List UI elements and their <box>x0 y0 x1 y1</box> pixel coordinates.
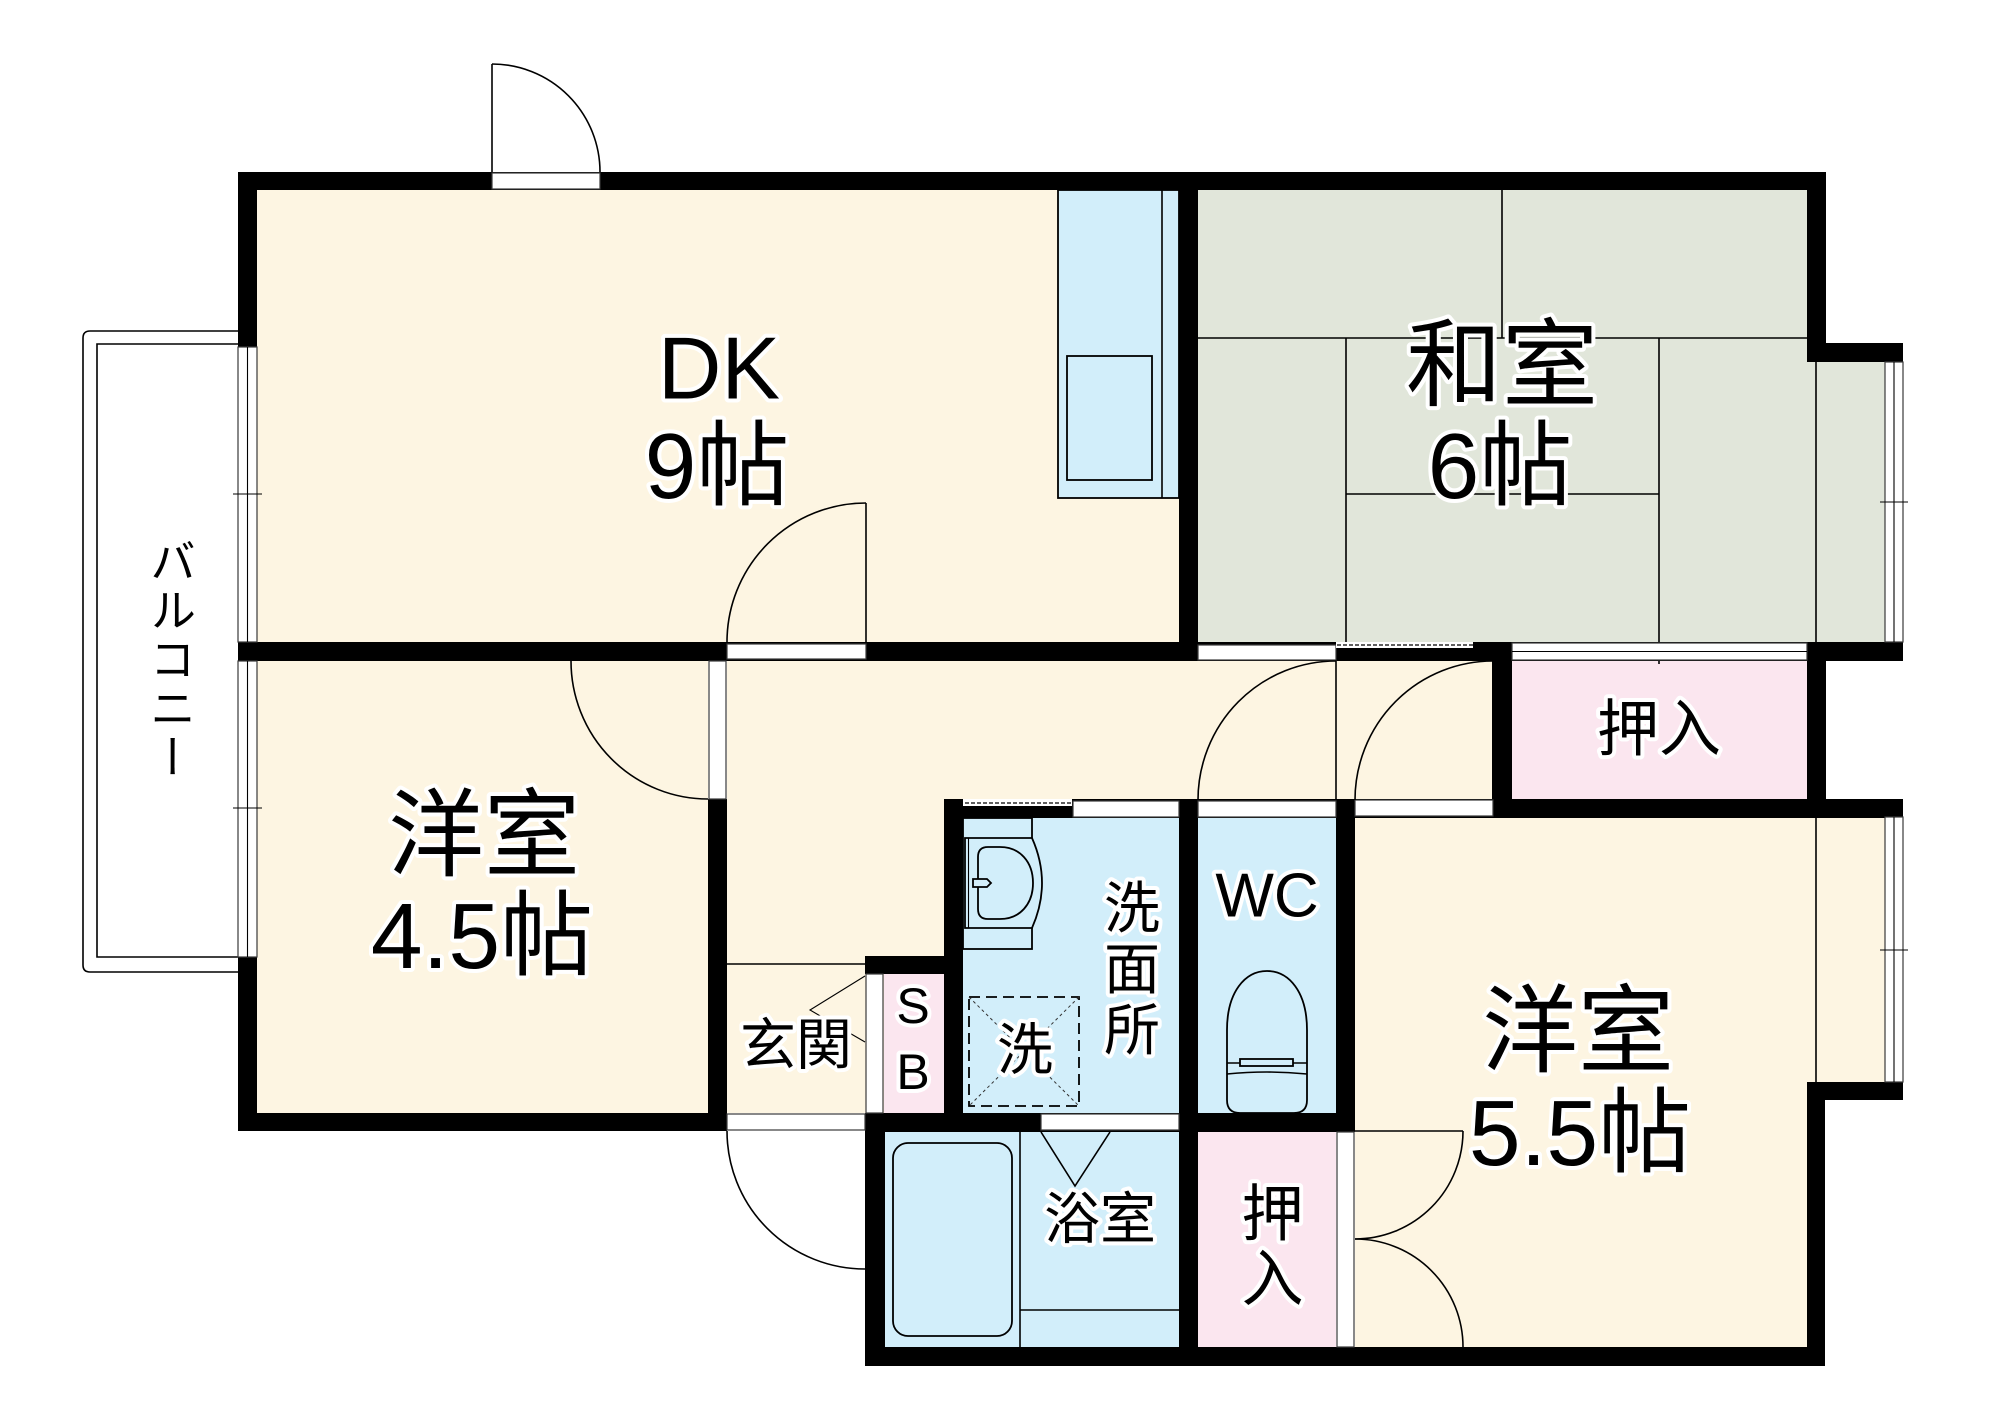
room-floors <box>257 190 1885 1347</box>
bathroom-folding-door-icon <box>1040 1131 1111 1188</box>
wall-toilet-right <box>1336 799 1355 1132</box>
wall-western-4-5-bottom <box>238 1113 727 1131</box>
western-4-5-name-label: 洋室 <box>388 783 580 890</box>
faucet-icon <box>972 878 993 888</box>
washitsu-name-label: 和室 <box>1406 313 1598 420</box>
entrance-door-swing-icon <box>726 1130 866 1270</box>
western-5-5-bay-floor <box>1807 817 1885 1082</box>
washitsu-sliding-door <box>1197 644 1337 661</box>
washitsu-size-label: 6帖 <box>1428 414 1573 518</box>
window-western-4-5 <box>233 660 262 958</box>
wall-dk-south <box>238 642 1198 661</box>
wash-basin-icon <box>977 846 1034 920</box>
washing-machine-pan <box>968 996 1080 1107</box>
entrance-label: 玄関 <box>740 1014 852 1077</box>
washroom-sliding-rail <box>963 799 1072 806</box>
kitchen-counter <box>1057 189 1180 499</box>
toilet-tank-icon <box>1226 1063 1308 1114</box>
toilet-door-opening <box>1197 800 1337 818</box>
wall-shoe-box-top <box>865 956 963 974</box>
wall-toilet-left <box>1179 799 1198 1366</box>
closet-upper-label: 押入 <box>1597 696 1721 765</box>
western-5-5-door-opening <box>1354 799 1494 817</box>
wall-western-5-5-right <box>1807 1082 1825 1366</box>
bathroom-door-opening <box>1040 1113 1180 1131</box>
balcony-label: バルコニー <box>144 538 196 783</box>
toilet-floor <box>1198 818 1336 1113</box>
toilet-hinge-icon <box>1239 1058 1294 1067</box>
bathroom-fixtures <box>892 1132 1179 1347</box>
wall-closet-upper-left <box>1492 642 1512 817</box>
wall-bottom <box>865 1347 1825 1366</box>
balcony-inner-rail <box>96 343 238 958</box>
dk-door-swing-icon <box>726 502 867 643</box>
wall-washitsu-right <box>1807 172 1826 362</box>
washroom-label: 洗面所 <box>1097 879 1160 1062</box>
washer-space-label: 洗 <box>997 1019 1053 1082</box>
toilet-door-swing-icon <box>1197 660 1337 801</box>
windows <box>233 346 1908 1083</box>
closet-upper-floor <box>1512 661 1807 799</box>
wall-washitsu-bay-top <box>1807 343 1903 362</box>
toilet-seat-line <box>1226 1062 1308 1075</box>
balcony <box>82 330 238 973</box>
kitchen-sink-icon <box>1066 355 1153 481</box>
western-4-5-size-label: 4.5帖 <box>371 884 593 988</box>
toilet-label: WC <box>1215 862 1318 931</box>
washroom-door-opening <box>1072 800 1180 818</box>
entrance-details <box>727 963 866 1043</box>
toilet-bowl-icon <box>1226 970 1308 1063</box>
washitsu-bay-floor <box>1807 362 1885 642</box>
window-washitsu-bay <box>1880 361 1908 643</box>
wall-western-4-5-left <box>238 957 257 1131</box>
western-5-5-name-label: 洋室 <box>1482 979 1674 1086</box>
washroom-fixtures <box>962 817 1080 1107</box>
door-swings <box>491 63 1494 1348</box>
closet-lower-label: 押入 <box>1232 1181 1302 1311</box>
dk-name-label: DK <box>658 319 780 418</box>
washing-machine-pan-diagonal <box>968 996 1080 1107</box>
bathtub-icon <box>892 1142 1013 1337</box>
western-4-5-door-opening <box>708 660 727 800</box>
closet-lower-floor <box>1198 1132 1336 1347</box>
toilet-fixture <box>1226 970 1308 1114</box>
window-dk <box>233 346 262 643</box>
bathroom-floor <box>885 1132 1179 1347</box>
wall-washitsu-left <box>1179 172 1198 661</box>
wall-western-5-5-bay-bottom <box>1807 1082 1903 1100</box>
wall-bath-left <box>865 1113 885 1366</box>
back-door-opening <box>491 172 601 190</box>
window-western-5-5-bay <box>1880 816 1908 1083</box>
balcony-outer-rail <box>82 330 238 973</box>
western-5-5-floor <box>1355 817 1807 1347</box>
hallway-floor <box>727 661 1493 800</box>
wall-top <box>238 172 1826 190</box>
openings <box>491 172 1808 1348</box>
closet-lower-door-opening <box>1336 1131 1355 1348</box>
wall-closet-upper-right <box>1807 642 1826 817</box>
kitchen-counter-top <box>1057 189 1180 499</box>
shoe-box-label: SB <box>885 978 941 1110</box>
western-5-5-door-swing-icon <box>1354 660 1494 801</box>
shoe-box-floor <box>884 974 944 1113</box>
entrance-door-opening <box>726 1113 866 1131</box>
shoe-box-door-swing-icon <box>808 975 866 1043</box>
wall-western-4-5-right <box>708 799 727 1131</box>
vanity-counter <box>964 837 1043 929</box>
bathroom-label: 浴室 <box>1044 1188 1156 1251</box>
western-5-5-size-label: 5.5帖 <box>1469 1081 1691 1185</box>
dk-floor <box>257 190 1179 642</box>
wall-dk-left <box>238 172 257 347</box>
back-door-swing-icon <box>491 63 601 173</box>
dk-size-label: 9帖 <box>645 414 790 518</box>
closet-lower-door-swing-icon <box>1354 1130 1464 1240</box>
shoe-box-door <box>865 973 884 1114</box>
western-4-5-door-swing-icon <box>570 660 709 800</box>
wall-toilet-bottom <box>1179 1113 1355 1132</box>
western-4-5-floor <box>257 661 708 1113</box>
room-labels: DK 9帖 和室 6帖 洋室 4.5帖 洋室 5.5帖 押入 押入 浴室 WC … <box>144 309 1725 1316</box>
tatami-mat-lines <box>1198 190 1817 1082</box>
dk-door-opening <box>726 643 867 660</box>
closet-lower-door-swing-icon <box>1354 1238 1464 1348</box>
